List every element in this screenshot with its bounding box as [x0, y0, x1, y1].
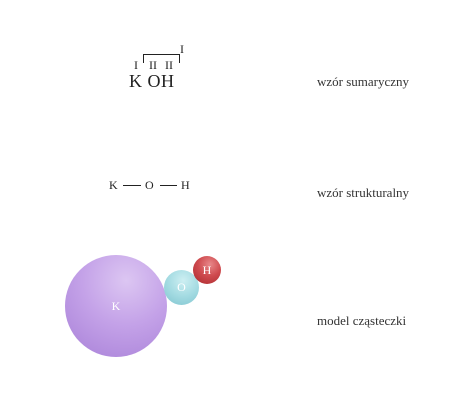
- structural-atom-h: H: [181, 178, 190, 192]
- structural-atom-k: K: [109, 178, 118, 192]
- valence-o-right: II: [165, 58, 173, 72]
- structural-formula-label: wzór strukturalny: [317, 185, 410, 200]
- summary-formula: K OH: [129, 71, 175, 91]
- structural-atom-o: O: [145, 178, 154, 192]
- potassium-sphere: K: [65, 255, 167, 357]
- oxygen-label: O: [177, 280, 186, 294]
- summary-formula-label: wzór sumaryczny: [317, 74, 410, 89]
- hydrogen-label: H: [202, 262, 212, 277]
- valence-oh: I: [180, 42, 184, 56]
- oxygen-sphere: O: [164, 270, 199, 305]
- potassium-label: K: [111, 298, 121, 313]
- bond-k-o: [123, 185, 141, 186]
- hydrogen-sphere: H: [193, 256, 221, 284]
- valence-k: I: [134, 58, 138, 72]
- bond-o-h: [160, 185, 177, 186]
- molecule-model-label: model cząsteczki: [317, 313, 407, 328]
- valence-bracket: [143, 54, 180, 63]
- valence-o-left: II: [149, 58, 157, 72]
